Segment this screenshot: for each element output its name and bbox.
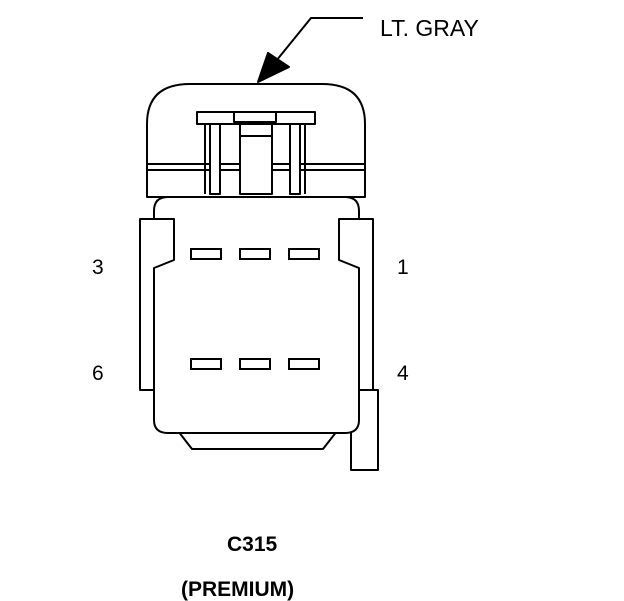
terminal-cavity-1 [288,248,320,260]
connector-id: C315 [227,533,278,556]
pin-label-6: 6 [92,362,104,385]
callout-leader [257,17,363,83]
terminal-cavity-5 [239,358,271,370]
left-side-rail [139,218,154,391]
color-callout-label: LT. GRAY [380,15,479,41]
locking-latch [196,111,316,195]
right-side-rail [359,218,374,390]
connector-variant: (PREMIUM) [181,578,295,601]
pin-label-4: 4 [397,362,409,385]
terminal-cavity-2 [239,248,271,260]
connector-body [153,196,360,434]
pin-label-1: 1 [397,256,409,279]
terminal-cavity-4 [288,358,320,370]
terminal-cavity-3 [190,248,222,260]
terminal-cavity-6 [190,358,222,370]
connector-bottom-ridge [177,430,338,450]
pin-label-3: 3 [92,256,104,279]
